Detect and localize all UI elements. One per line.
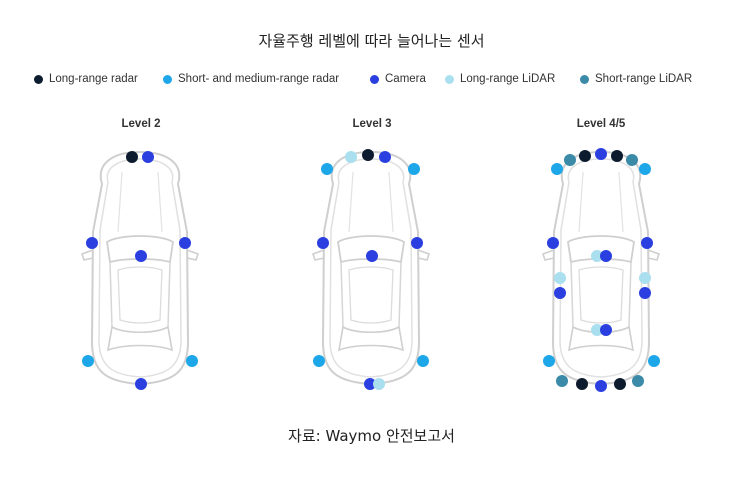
legend: Long-range radar Short- and medium-range…	[0, 73, 743, 89]
l3-short-radar-front-left	[321, 163, 333, 175]
short-range-lidar-dot-icon	[580, 74, 589, 84]
l45-camera-center-rear	[600, 324, 612, 336]
l45-short-lidar-rear-right	[632, 375, 644, 387]
l45-short-lidar-front-right	[626, 154, 638, 166]
l3-short-radar-rear-left	[313, 355, 325, 367]
l3-long-lidar-rear	[373, 378, 385, 390]
legend-label: Long-range radar	[49, 73, 138, 85]
l45-long-lidar-center-front	[591, 250, 603, 262]
l45-long-lidar-center-rear	[591, 324, 603, 336]
l45-long-radar-rear-right	[614, 378, 626, 390]
long-range-lidar-dot-icon	[445, 74, 454, 84]
legend-label: Long-range LiDAR	[460, 73, 556, 85]
legend-item-short-range-lidar: Short-range LiDAR	[580, 73, 692, 85]
l45-short-radar-rear-right	[648, 355, 660, 367]
l2-short-radar-rear-left	[82, 355, 94, 367]
l45-camera-rear	[595, 380, 607, 392]
legend-item-long-range-radar: Long-range radar	[34, 73, 138, 85]
l45-camera-left-mid	[554, 287, 566, 299]
level-4-5-label: Level 4/5	[576, 118, 626, 130]
l2-camera-right	[179, 237, 191, 249]
l3-short-radar-front-right	[408, 163, 420, 175]
l45-long-radar-rear-left	[576, 378, 588, 390]
l45-camera-right	[641, 237, 653, 249]
l3-camera-rear	[364, 378, 376, 390]
legend-label: Short-range LiDAR	[595, 73, 693, 85]
l45-camera-left	[547, 237, 559, 249]
l3-camera-front	[379, 151, 391, 163]
l2-camera-rear	[135, 378, 147, 390]
l2-short-radar-rear-right	[186, 355, 198, 367]
l2-camera-front	[142, 151, 154, 163]
legend-label: Short- and medium-range radar	[178, 73, 340, 85]
legend-item-long-range-lidar: Long-range LiDAR	[445, 73, 555, 85]
legend-label: Camera	[385, 73, 426, 85]
legend-item-short-medium-radar: Short- and medium-range radar	[163, 73, 339, 85]
level-3-label: Level 3	[352, 118, 392, 130]
long-range-radar-dot-icon	[34, 74, 43, 84]
l45-camera-right-mid	[639, 287, 651, 299]
l3-long-lidar-front	[345, 151, 357, 163]
level-2-label: Level 2	[121, 118, 161, 130]
l3-camera-right	[411, 237, 423, 249]
short-medium-radar-dot-icon	[163, 74, 172, 84]
l45-short-radar-front-left	[551, 163, 563, 175]
level-2-car	[81, 151, 199, 385]
l3-camera-center	[366, 250, 378, 262]
l3-long-range-radar-front	[362, 149, 374, 161]
l45-short-lidar-front-left	[564, 154, 576, 166]
l45-long-lidar-right	[639, 272, 651, 284]
level-3-car	[312, 151, 430, 385]
l45-short-radar-front-right	[639, 163, 651, 175]
l2-camera-center	[135, 250, 147, 262]
page-title: 자율주행 레벨에 따라 늘어나는 센서	[258, 32, 485, 50]
l2-camera-left	[86, 237, 98, 249]
l3-camera-left	[317, 237, 329, 249]
l45-long-radar-front-right	[611, 150, 623, 162]
l45-camera-center-front	[600, 250, 612, 262]
l45-camera-front	[595, 148, 607, 160]
level-4-5-car	[542, 151, 660, 385]
camera-dot-icon	[370, 74, 379, 84]
l45-short-lidar-rear-left	[556, 375, 568, 387]
l45-short-radar-rear-left	[543, 355, 555, 367]
l45-long-radar-front-left	[579, 150, 591, 162]
l45-long-lidar-left	[554, 272, 566, 284]
l3-short-radar-rear-right	[417, 355, 429, 367]
source-caption: 자료: Waymo 안전보고서	[288, 427, 455, 445]
legend-item-camera: Camera	[370, 73, 426, 85]
l2-long-range-radar-front	[126, 151, 138, 163]
